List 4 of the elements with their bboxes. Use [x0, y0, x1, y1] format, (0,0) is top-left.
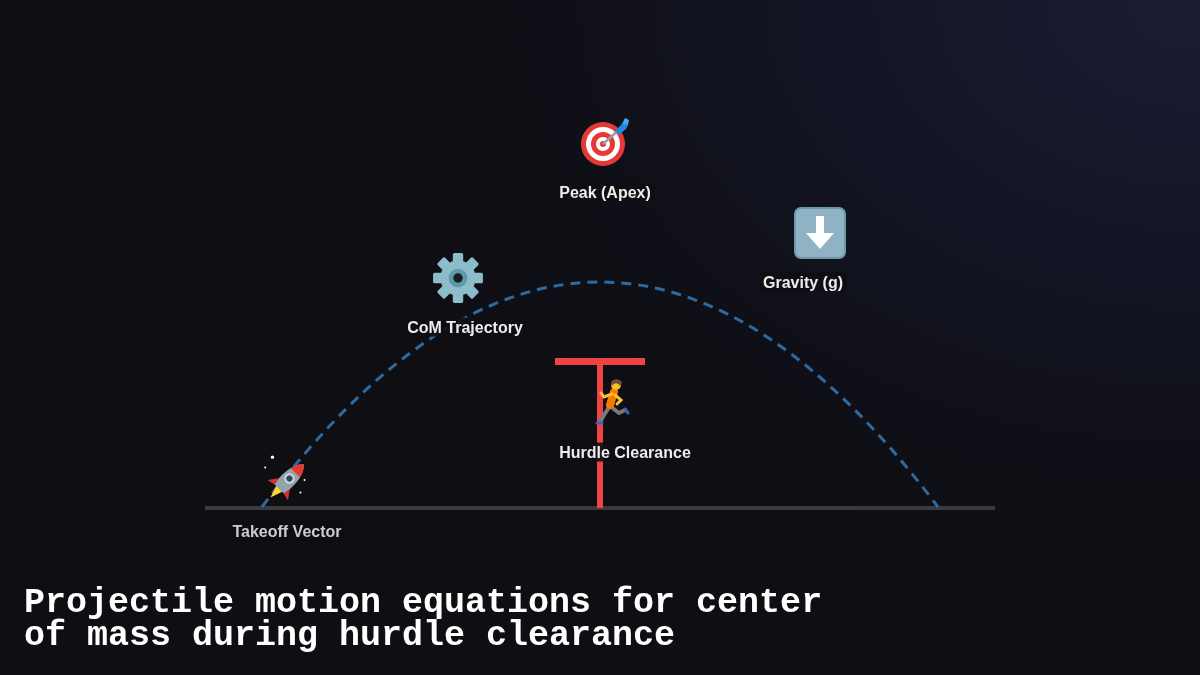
diagram-label: CoM Trajectory: [404, 317, 526, 337]
diagram-label: Peak (Apex): [556, 182, 654, 202]
diagram-label: Gravity (g): [760, 272, 846, 292]
diagram-title: Projectile motion equations for center of mass during hurdle clearance: [24, 587, 824, 653]
